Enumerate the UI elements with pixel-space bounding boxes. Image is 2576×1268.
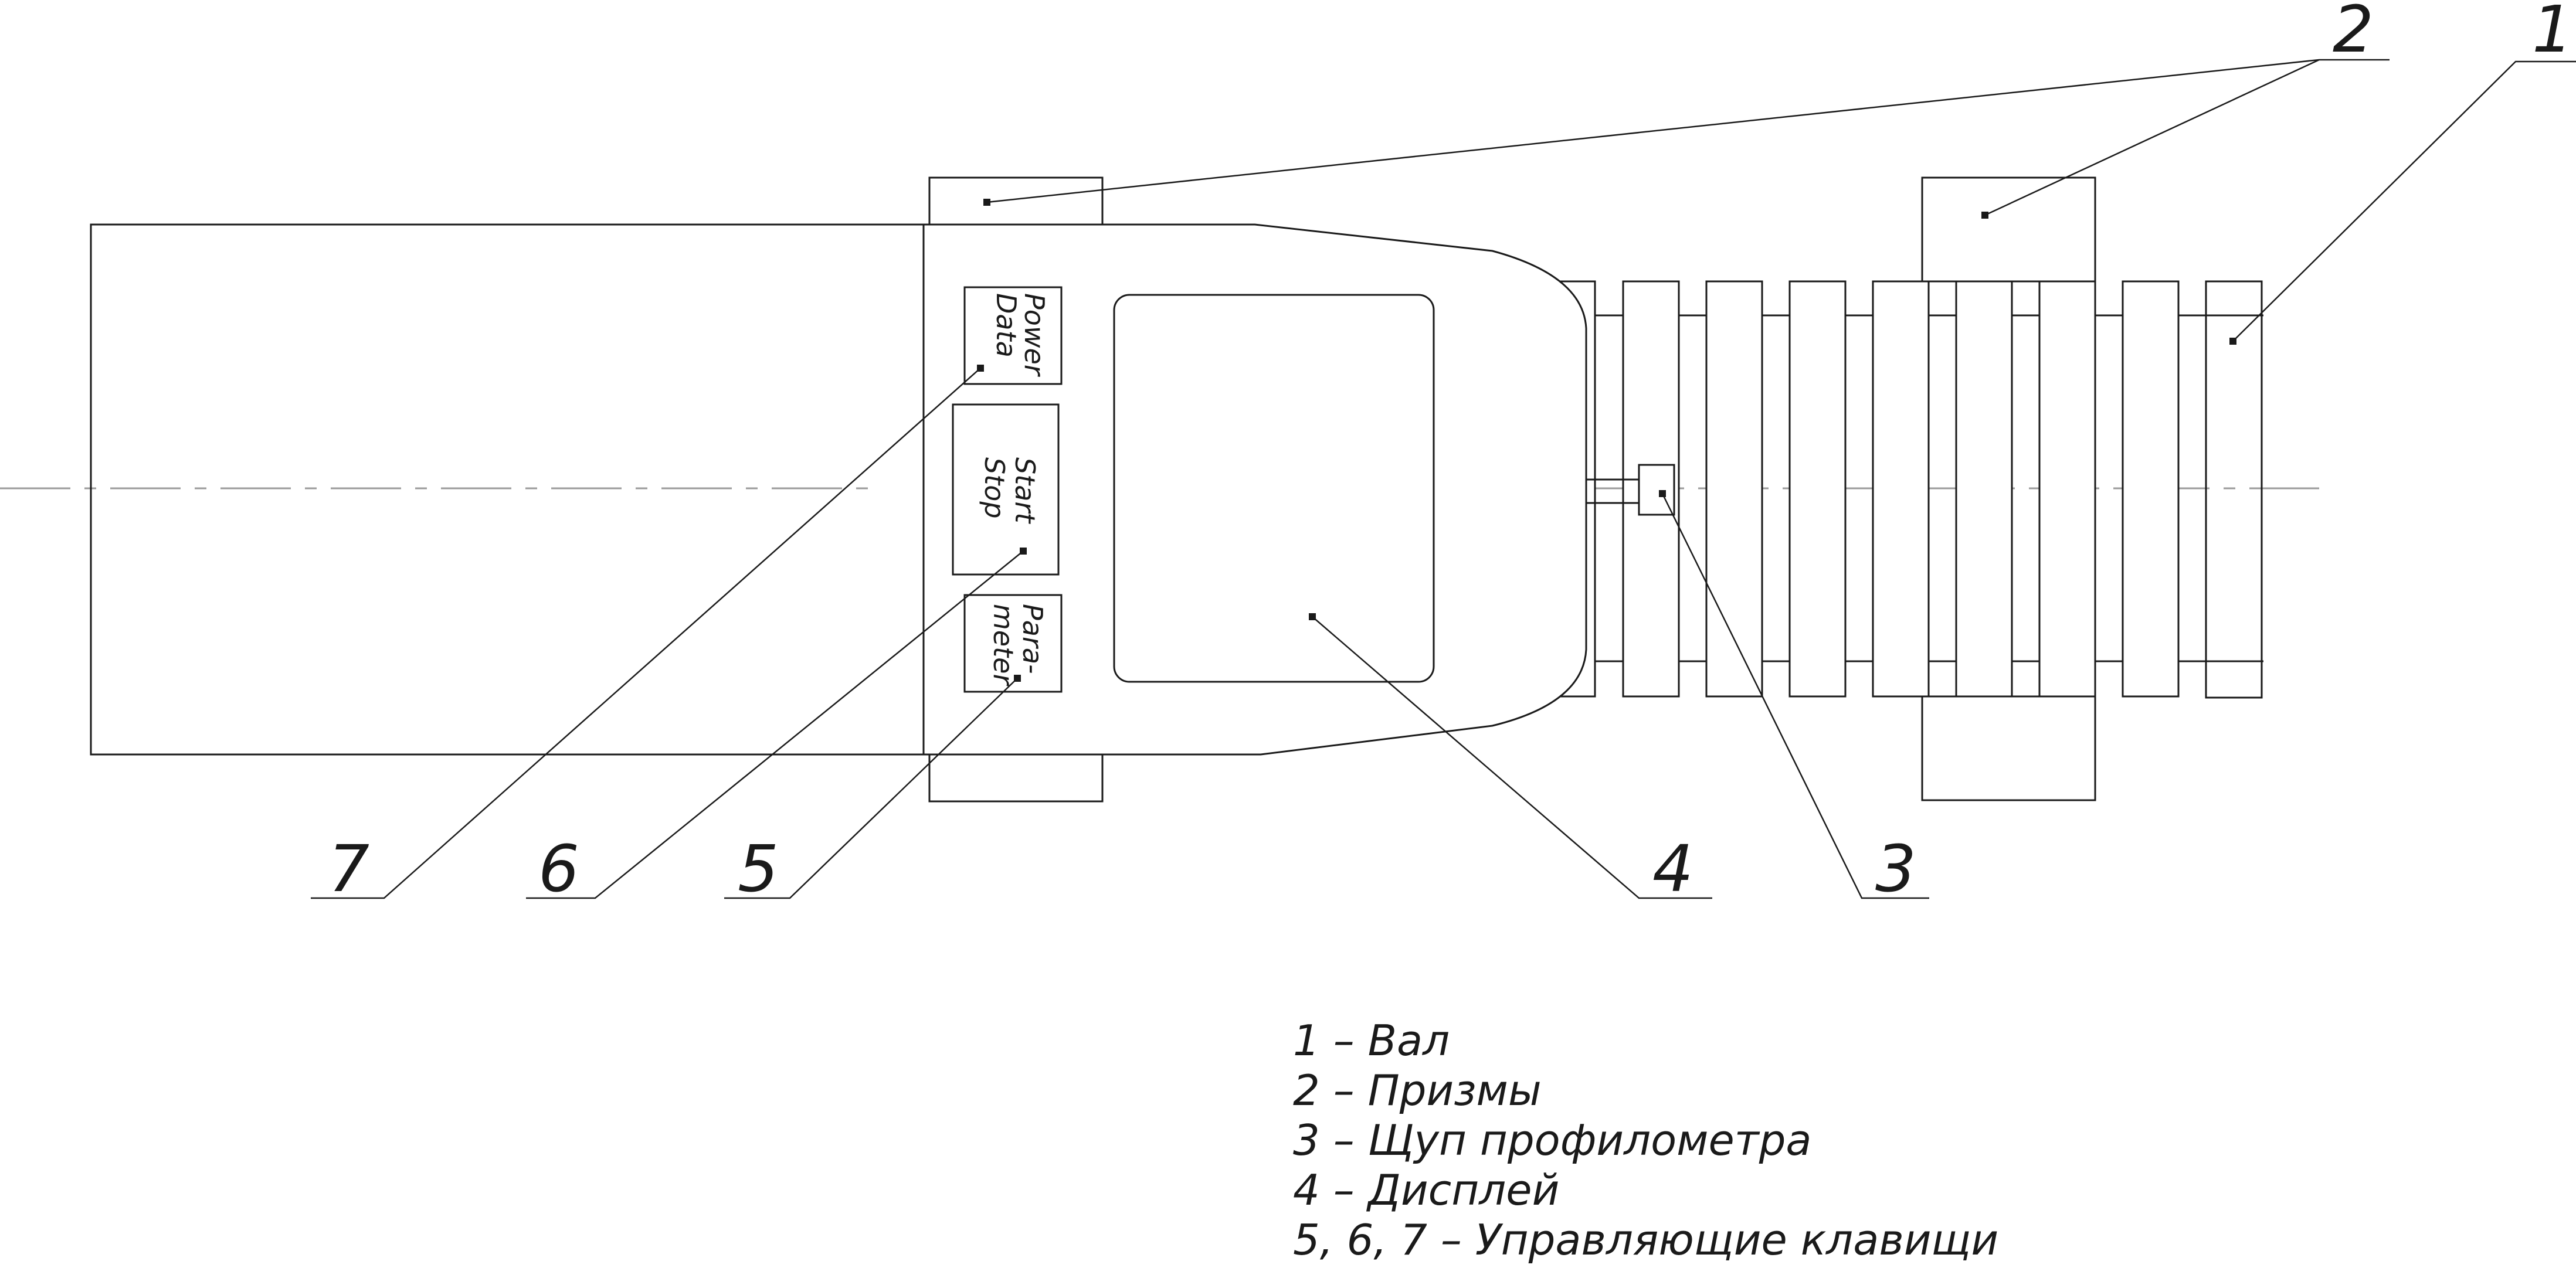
key-start-label: Start	[1009, 457, 1041, 524]
leader-3	[1659, 490, 1929, 899]
key-stop-label: Stop	[979, 457, 1010, 519]
prism-right-top	[1921, 176, 2096, 283]
prism-left-bottom	[928, 753, 1104, 803]
leader-5	[724, 675, 1021, 899]
legend-item: 2 – Призмы	[1293, 1066, 1542, 1115]
leader-4	[1309, 613, 1712, 899]
legend-item: 1 – Вал	[1293, 1016, 1450, 1065]
profilometer-housing	[922, 223, 1587, 756]
shaft-ring	[1872, 280, 1930, 698]
legend-item: 3 – Щуп профилометра	[1293, 1116, 1812, 1165]
shaft-ring	[1788, 280, 1847, 698]
power-data-key[interactable]	[963, 286, 1063, 385]
callout-5: 5	[738, 831, 779, 906]
key-para-label: Para-	[1017, 604, 1048, 674]
legend: 1 – Вал 2 – Призмы 3 – Щуп профилометра …	[1293, 1016, 1998, 1264]
callout-6: 6	[538, 831, 579, 906]
key-meter-label: meter	[987, 604, 1019, 686]
prism-left-top	[928, 176, 1104, 226]
leader-1	[2229, 60, 2576, 345]
parameter-key[interactable]	[963, 594, 1063, 693]
leader-2	[983, 59, 2390, 219]
legend-item: 4 – Дисплей	[1293, 1165, 1559, 1215]
leader-6	[526, 548, 1027, 899]
shaft-ring	[1955, 280, 2013, 698]
start-stop-key[interactable]	[952, 403, 1060, 576]
leader-7	[311, 365, 984, 899]
callout-3: 3	[1875, 831, 1916, 906]
key-power-label: Power	[1019, 293, 1050, 378]
shaft-ring	[2038, 280, 2096, 698]
shaft-cylinder	[90, 223, 925, 756]
callout-2: 2	[2333, 0, 2374, 67]
shaft-ring	[1705, 280, 1763, 698]
legend-item: 5, 6, 7 – Управляющие клавищи	[1293, 1215, 1998, 1264]
shaft-ring	[2122, 280, 2180, 698]
callout-4: 4	[1652, 831, 1693, 906]
callout-7: 7	[328, 831, 369, 906]
key-data-label: Data	[990, 293, 1022, 358]
prism-right-bottom	[1921, 695, 2096, 801]
callout-1: 1	[2532, 0, 2573, 67]
display-screen	[1113, 294, 1435, 683]
shaft-ring-end	[2205, 280, 2263, 699]
